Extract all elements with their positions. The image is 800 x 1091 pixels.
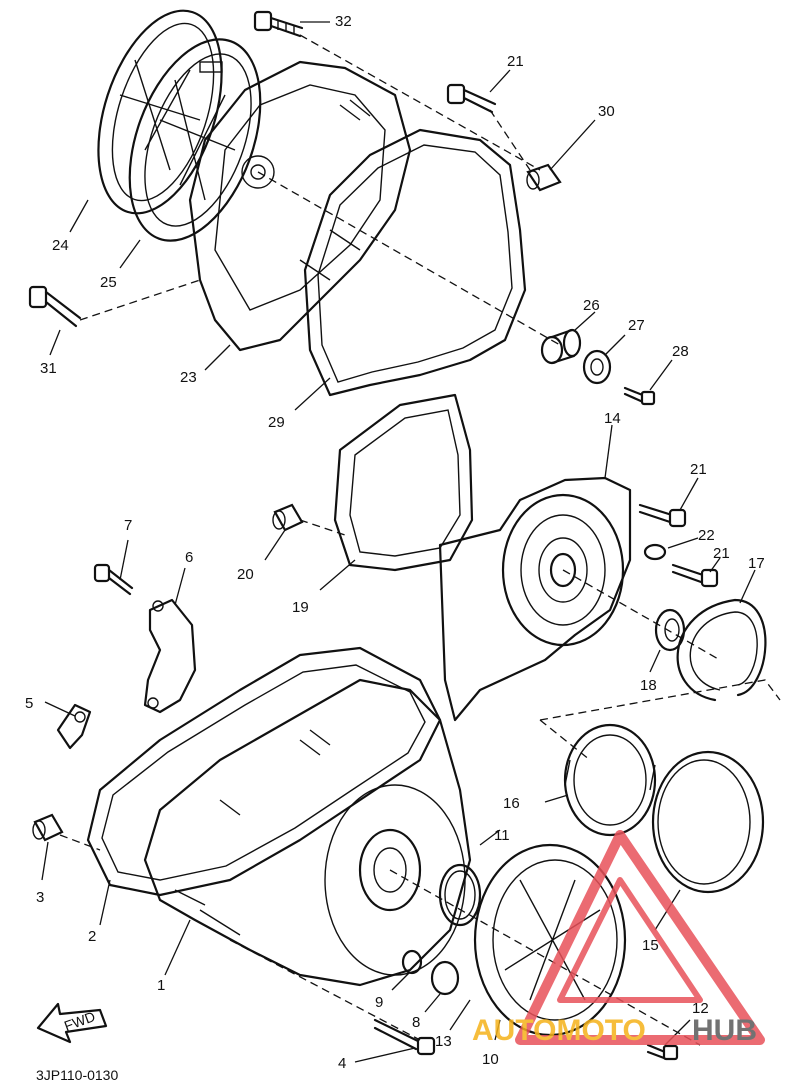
callout-4: 4: [338, 1055, 346, 1072]
part-1-crankcase-cover: [143, 678, 472, 987]
callout-14: 14: [604, 410, 621, 427]
part-7-bolt: [93, 563, 134, 596]
part-30-gasket: [303, 128, 527, 397]
part-27-plug: [540, 328, 582, 365]
automotohub-watermark-logo: AUTOMOTO HUB: [472, 830, 765, 1047]
part-26-cover-plate: [128, 38, 262, 242]
callouts: 32 21 30 24 25 31 23 29 26 27 28 14 21 2…: [25, 13, 765, 1072]
callout-9: 9: [375, 994, 383, 1011]
callout-30: 29: [268, 414, 285, 431]
forward-arrow-icon: FWD: [36, 1002, 108, 1044]
callout-15: 15: [642, 937, 659, 954]
part-21-bolt-upper: [638, 503, 687, 528]
callout-13: 13: [435, 1033, 452, 1050]
part-29-screw: [623, 386, 656, 406]
leader-lines: [41, 21, 756, 1063]
callout-5: 5: [25, 695, 33, 712]
part-11-o-ring: [438, 863, 482, 927]
callout-23: 21: [507, 53, 524, 70]
part-16-seal-ring: [563, 723, 657, 837]
callout-11: 11: [494, 827, 510, 844]
callout-8: 8: [412, 1014, 420, 1031]
callout-33: 32: [335, 13, 352, 30]
watermark-part1: AUTOMOTO: [472, 1014, 646, 1047]
diagram-code: 3JP110-0130: [36, 1067, 118, 1083]
part-9-o-ring: [401, 949, 423, 975]
callout-22: 22: [698, 527, 715, 544]
callout-24: 23: [180, 369, 197, 386]
part-5-clamp: [56, 703, 92, 750]
part-6-bracket: [143, 598, 197, 714]
callout-17: 17: [748, 555, 765, 572]
part-14-housing: [438, 476, 632, 722]
part-12-screw: [646, 1043, 679, 1061]
callout-6: 6: [185, 549, 193, 566]
part-19-gasket: [333, 393, 474, 572]
callout-32: 31: [40, 360, 57, 377]
watermark-part2: HUB: [692, 1014, 757, 1047]
callout-29: 28: [672, 343, 689, 360]
callout-19: 19: [292, 599, 309, 616]
callout-7: 7: [124, 517, 132, 534]
part-20-dowel-pin: [272, 503, 304, 532]
callout-18: 18: [640, 677, 657, 694]
part-17-circlip: [676, 598, 767, 702]
callout-12: 12: [692, 1000, 709, 1017]
part-25-cover-ring: [97, 9, 223, 215]
callout-28: 27: [628, 317, 645, 334]
part-22-o-ring: [643, 543, 667, 561]
callout-10: 10: [482, 1051, 499, 1068]
callout-27: 26: [583, 297, 600, 314]
callout-20: 20: [237, 566, 254, 583]
part-28-washer: [582, 349, 612, 385]
callout-26: 25: [100, 274, 117, 291]
part-3-dowel-pin: [32, 813, 64, 842]
part-32-bolt: [28, 285, 82, 328]
part-15-cap: [651, 750, 765, 894]
callout-16: 16: [503, 795, 520, 812]
callout-21a: 21: [690, 461, 707, 478]
part-21-bolt-lower: [671, 563, 719, 588]
callout-21b: 21: [713, 545, 730, 562]
callout-2: 2: [88, 928, 96, 945]
callout-25: 24: [52, 237, 69, 254]
alignment-lines: [59, 34, 781, 1046]
part-31-dowel-pin: [526, 163, 562, 192]
part-8-plug: [430, 960, 460, 996]
part-33-bolt: [253, 10, 304, 38]
part-23-bolt: [446, 83, 497, 114]
callout-3: 3: [36, 889, 44, 906]
part-4-bolt: [373, 1018, 436, 1056]
callout-31: 30: [598, 103, 615, 120]
part-24-crankcase-cover: [188, 60, 412, 352]
callout-1: 1: [157, 977, 165, 994]
